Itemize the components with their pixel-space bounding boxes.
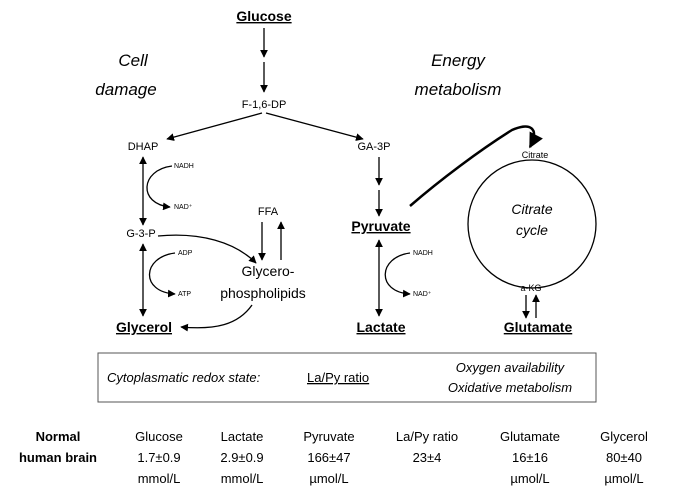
cell-damage-title-line2: damage — [95, 80, 156, 99]
oxygen-availability-label: Oxygen availability — [456, 360, 566, 375]
f16dp-node: F-1,6-DP — [242, 99, 287, 111]
table-col-value: 1.7±0.9 — [137, 450, 180, 465]
redox-state-label: Cytoplasmatic redox state: — [107, 370, 261, 385]
citrate-cycle-circle — [467, 159, 597, 289]
arrow-pyruvate-to-citrate — [409, 125, 543, 207]
cell-damage-title-line1: Cell — [118, 51, 149, 70]
nadh-cofactor-right: NADH — [413, 250, 433, 257]
nad-cofactor-right: NAD⁺ — [413, 291, 432, 298]
table-col-value: 16±16 — [512, 450, 548, 465]
reference-values-table: Glucose 1.7±0.9 mmol/L Lactate 2.9±0.9 mmol/L… — [135, 429, 648, 486]
g3p-node: G-3-P — [126, 228, 155, 240]
table-col-unit: µmol/L — [604, 471, 643, 486]
arrow-nadh-nad-right — [384, 252, 411, 298]
la-py-ratio-label: La/Py ratio — [307, 370, 369, 385]
table-col-unit: µmol/L — [510, 471, 549, 486]
glycerophospholipids-node-line2: phospholipids — [220, 285, 306, 301]
table-col-name: Glucose — [135, 429, 183, 444]
nadh-cofactor-left: NADH — [174, 163, 194, 170]
table-row-label-line1: Normal — [36, 429, 81, 444]
ffa-node: FFA — [258, 206, 279, 218]
oxidative-metabolism-label: Oxidative metabolism — [448, 380, 572, 395]
table-col-name: La/Py ratio — [396, 429, 458, 444]
table-col-value: 166±47 — [307, 450, 350, 465]
energy-metabolism-title-line1: Energy — [431, 51, 486, 70]
arrow-nadh-nad-left — [146, 165, 173, 211]
glutamate-node: Glutamate — [504, 319, 573, 335]
table-col-unit: mmol/L — [221, 471, 264, 486]
arrow-adp-atp — [148, 252, 176, 298]
arrow-f16dp-to-dhap — [166, 112, 263, 141]
table-col-unit: µmol/L — [309, 471, 348, 486]
citrate-node: Citrate — [522, 150, 549, 160]
energy-metabolism-title-line2: metabolism — [415, 80, 502, 99]
table-col-value: 2.9±0.9 — [220, 450, 263, 465]
atp-cofactor: ATP — [178, 291, 191, 298]
table-col-name: Glycerol — [600, 429, 648, 444]
arrow-g3p-to-glycerophospholipids — [157, 234, 257, 264]
table-row-label-line2: human brain — [19, 450, 97, 465]
nad-cofactor-left: NAD⁺ — [174, 204, 193, 211]
citrate-cycle-label-line1: Citrate — [511, 201, 552, 217]
glycerophospholipids-node-line1: Glycero- — [242, 263, 295, 279]
table-col-value: 23±4 — [413, 450, 442, 465]
lactate-node: Lactate — [356, 319, 405, 335]
dhap-node: DHAP — [128, 141, 159, 153]
pyruvate-node: Pyruvate — [351, 218, 410, 234]
table-col-name: Glutamate — [500, 429, 560, 444]
glycerol-node: Glycerol — [116, 319, 172, 335]
arrow-f16dp-to-ga3p — [265, 112, 364, 141]
arrow-glycerophospholipids-to-glycerol — [180, 304, 253, 332]
table-col-name: Lactate — [221, 429, 264, 444]
redox-info-box — [97, 352, 597, 403]
glucose-node: Glucose — [236, 8, 291, 24]
ga3p-node: GA-3P — [357, 141, 390, 153]
table-col-value: 80±40 — [606, 450, 642, 465]
table-col-unit: mmol/L — [138, 471, 181, 486]
table-col-name: Pyruvate — [303, 429, 354, 444]
citrate-cycle-label-line2: cycle — [516, 222, 548, 238]
adp-cofactor: ADP — [178, 250, 193, 257]
